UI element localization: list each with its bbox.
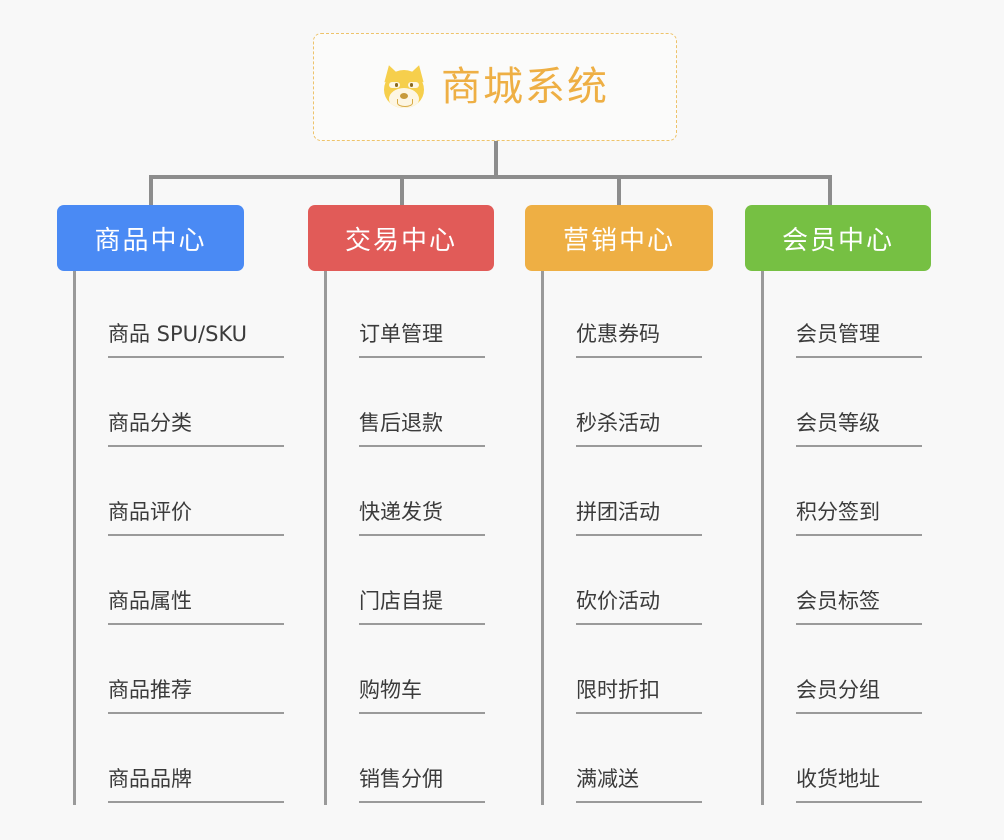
connector-drop-4 <box>828 175 832 205</box>
leaf-item[interactable]: 会员管理 <box>764 271 931 360</box>
leaf-label: 门店自提 <box>359 588 485 625</box>
category-column-2: 交易中心 订单管理 售后退款 快递发货 门店自提 购物车 销售分佣 <box>308 205 494 805</box>
shiba-dog-face-icon <box>380 62 428 110</box>
leaf-item[interactable]: 商品属性 <box>76 538 284 627</box>
leaf-item[interactable]: 订单管理 <box>327 271 494 360</box>
leaf-label: 秒杀活动 <box>576 410 702 447</box>
leaf-item[interactable]: 商品品牌 <box>76 716 284 805</box>
category-label-4: 会员中心 <box>781 225 894 256</box>
leaf-item[interactable]: 商品分类 <box>76 360 284 449</box>
leaf-label: 满减送 <box>576 766 702 803</box>
leaf-label: 砍价活动 <box>576 588 702 625</box>
leaf-item[interactable]: 秒杀活动 <box>544 360 713 449</box>
leaf-label: 限时折扣 <box>576 677 702 714</box>
leaf-item[interactable]: 门店自提 <box>327 538 494 627</box>
root-node[interactable]: 商城系统 <box>313 33 677 141</box>
category-header-1[interactable]: 商品中心 <box>57 205 244 271</box>
category-column-4: 会员中心 会员管理 会员等级 积分签到 会员标签 会员分组 收货地址 <box>745 205 931 805</box>
leaf-item[interactable]: 会员等级 <box>764 360 931 449</box>
connector-root-stem <box>494 141 498 178</box>
leaf-label: 积分签到 <box>796 499 922 536</box>
leaf-item[interactable]: 商品推荐 <box>76 627 284 716</box>
leaf-label: 商品 SPU/SKU <box>108 321 284 358</box>
leaf-item[interactable]: 商品 SPU/SKU <box>76 271 284 360</box>
category-header-4[interactable]: 会员中心 <box>745 205 931 271</box>
dog-head-icon <box>384 70 424 108</box>
leaf-list-2: 订单管理 售后退款 快递发货 门店自提 购物车 销售分佣 <box>324 271 494 805</box>
leaf-label: 订单管理 <box>359 321 485 358</box>
leaf-item[interactable]: 拼团活动 <box>544 449 713 538</box>
leaf-item[interactable]: 收货地址 <box>764 716 931 805</box>
leaf-label: 售后退款 <box>359 410 485 447</box>
dog-mouth-icon <box>397 99 413 107</box>
leaf-list-3: 优惠券码 秒杀活动 拼团活动 砍价活动 限时折扣 满减送 <box>541 271 713 805</box>
dog-eye-right-icon <box>408 82 419 88</box>
leaf-label: 优惠券码 <box>576 321 702 358</box>
leaf-item[interactable]: 售后退款 <box>327 360 494 449</box>
leaf-label: 商品属性 <box>108 588 284 625</box>
leaf-item[interactable]: 会员分组 <box>764 627 931 716</box>
connector-horizontal-bus <box>149 175 832 179</box>
leaf-label: 购物车 <box>359 677 485 714</box>
leaf-label: 商品品牌 <box>108 766 284 803</box>
category-column-1: 商品中心 商品 SPU/SKU 商品分类 商品评价 商品属性 商品推荐 商品品牌 <box>57 205 284 805</box>
leaf-item[interactable]: 购物车 <box>327 627 494 716</box>
dog-nose-icon <box>400 93 408 99</box>
leaf-item[interactable]: 积分签到 <box>764 449 931 538</box>
connector-drop-2 <box>400 175 404 205</box>
category-label-1: 商品中心 <box>94 225 207 256</box>
leaf-item[interactable]: 满减送 <box>544 716 713 805</box>
category-header-3[interactable]: 营销中心 <box>525 205 713 271</box>
leaf-label: 会员标签 <box>796 588 922 625</box>
leaf-item[interactable]: 会员标签 <box>764 538 931 627</box>
leaf-label: 会员等级 <box>796 410 922 447</box>
leaf-label: 收货地址 <box>796 766 922 803</box>
leaf-item[interactable]: 销售分佣 <box>327 716 494 805</box>
leaf-label: 商品分类 <box>108 410 284 447</box>
leaf-label: 商品推荐 <box>108 677 284 714</box>
leaf-label: 拼团活动 <box>576 499 702 536</box>
leaf-item[interactable]: 商品评价 <box>76 449 284 538</box>
category-label-2: 交易中心 <box>344 225 457 256</box>
leaf-label: 会员管理 <box>796 321 922 358</box>
leaf-label: 快递发货 <box>359 499 485 536</box>
category-column-3: 营销中心 优惠券码 秒杀活动 拼团活动 砍价活动 限时折扣 满减送 <box>525 205 713 805</box>
leaf-item[interactable]: 砍价活动 <box>544 538 713 627</box>
root-title: 商城系统 <box>441 64 609 110</box>
leaf-label: 商品评价 <box>108 499 284 536</box>
leaf-item[interactable]: 限时折扣 <box>544 627 713 716</box>
dog-eye-left-icon <box>389 82 400 88</box>
leaf-list-4: 会员管理 会员等级 积分签到 会员标签 会员分组 收货地址 <box>761 271 931 805</box>
leaf-list-1: 商品 SPU/SKU 商品分类 商品评价 商品属性 商品推荐 商品品牌 <box>73 271 284 805</box>
leaf-item[interactable]: 快递发货 <box>327 449 494 538</box>
leaf-label: 会员分组 <box>796 677 922 714</box>
leaf-label: 销售分佣 <box>359 766 485 803</box>
category-label-3: 营销中心 <box>562 225 675 256</box>
connector-drop-3 <box>617 175 621 205</box>
category-header-2[interactable]: 交易中心 <box>308 205 494 271</box>
connector-drop-1 <box>149 175 153 205</box>
leaf-item[interactable]: 优惠券码 <box>544 271 713 360</box>
